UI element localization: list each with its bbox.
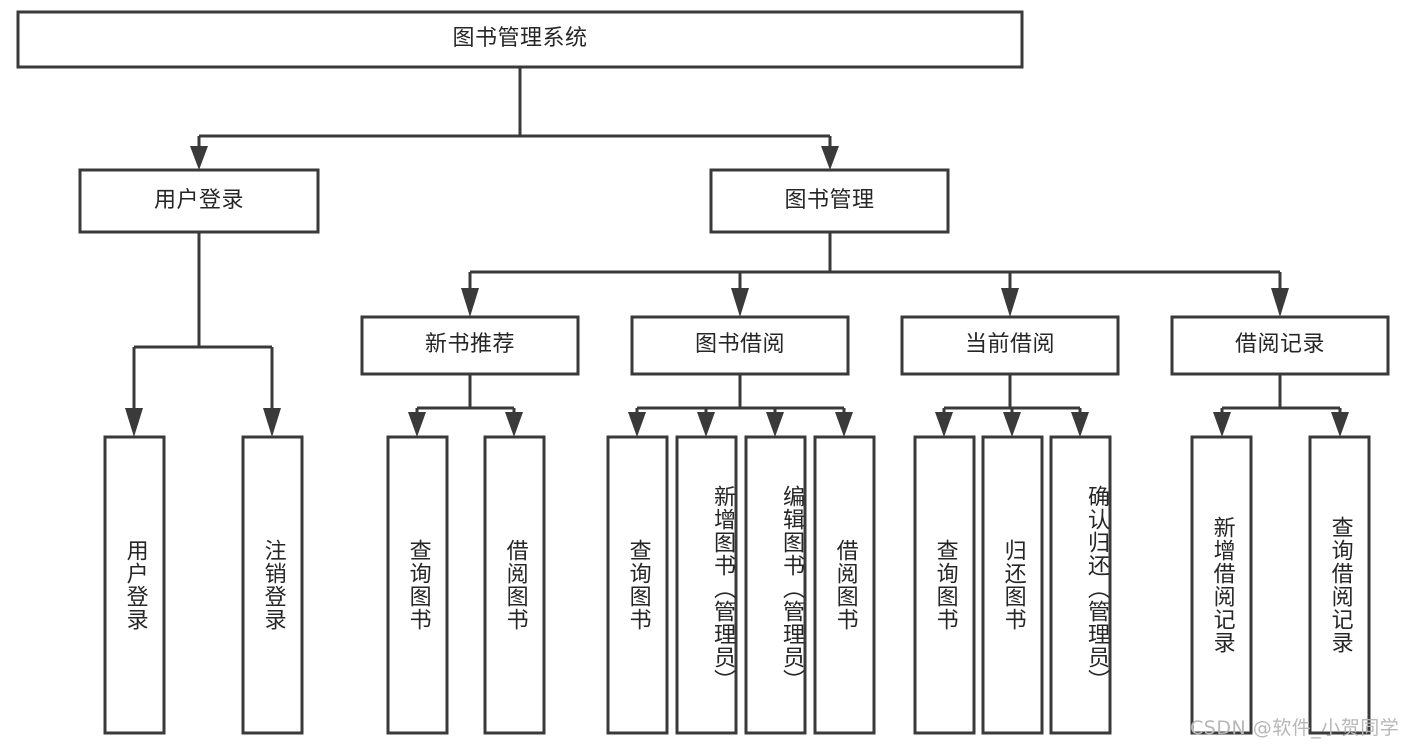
node-box-leaf-query-book-1[interactable]: [386, 435, 449, 735]
node-box-book-borrow[interactable]: [630, 315, 850, 376]
node-box-leaf-add-record[interactable]: [1190, 435, 1253, 735]
connector-bookborrow-to-leaves: [628, 374, 853, 437]
node-box-leaf-logout-login[interactable]: [241, 435, 304, 735]
node-box-leaf-confirm-return[interactable]: [1049, 435, 1112, 735]
node-box-user-login[interactable]: [78, 168, 320, 234]
node-box-borrow-record[interactable]: [1170, 315, 1390, 376]
node-box-leaf-query-record[interactable]: [1308, 435, 1371, 735]
connector-currentborrow-to-leaves: [935, 374, 1089, 437]
connector-newbook-to-leaves: [408, 374, 523, 437]
node-box-leaf-edit-book[interactable]: [744, 435, 807, 735]
node-box-leaf-query-book-3[interactable]: [913, 435, 976, 735]
node-box-leaf-user-login[interactable]: [103, 435, 166, 735]
node-box-current-borrow[interactable]: [900, 315, 1120, 376]
node-box-new-book-recommend[interactable]: [360, 315, 580, 376]
connector-borrowrecord-to-leaves: [1213, 374, 1349, 437]
node-box-leaf-borrow-book-1[interactable]: [483, 435, 546, 735]
node-box-leaf-borrow-book-2[interactable]: [813, 435, 876, 735]
connector-root-to-level2: [190, 67, 839, 170]
node-box-leaf-return-book[interactable]: [981, 435, 1044, 735]
connector-bookmgmt-to-level3: [461, 232, 1289, 317]
node-box-root[interactable]: [16, 10, 1024, 69]
node-box-book-management[interactable]: [709, 168, 950, 234]
node-box-leaf-query-book-2[interactable]: [606, 435, 669, 735]
node-box-leaf-add-book[interactable]: [675, 435, 738, 735]
connector-userlogin-to-leaves: [125, 232, 281, 437]
